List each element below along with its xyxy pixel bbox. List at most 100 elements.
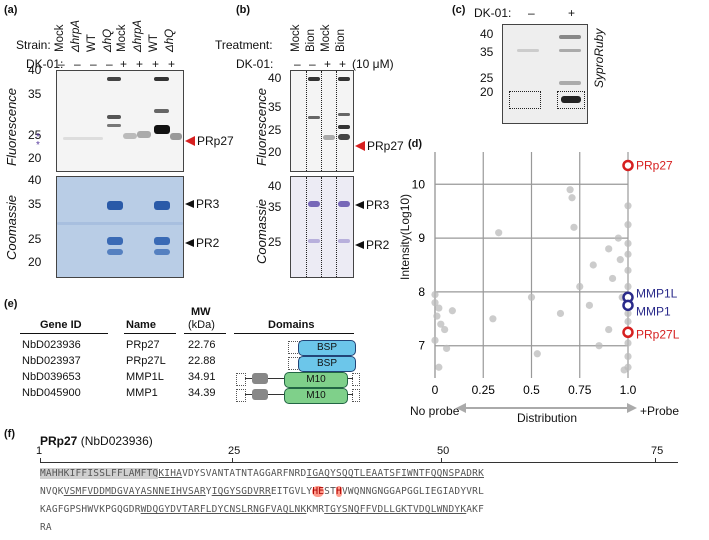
dk01-plus-c: +: [568, 6, 576, 20]
sypro-tick-0: 40: [480, 27, 494, 41]
data-point-23: [605, 325, 613, 334]
treat-0: Mock: [290, 24, 302, 52]
seq-title: PRp27 (NbD023936): [40, 434, 153, 448]
x-tick-2: 0.5: [523, 383, 540, 397]
data-point-17: [570, 223, 578, 231]
dk01-label-a: DK-01:: [26, 57, 64, 71]
fluor-tick-a-3: 20: [28, 151, 42, 165]
coomassie-label-a: Coomassie: [4, 194, 19, 260]
dk-b-0: –: [294, 57, 301, 71]
pr3-arrow-icon-b: [355, 201, 364, 209]
asterisks: * *: [36, 132, 40, 151]
gene-name-3: MMP1: [126, 387, 158, 399]
fluor-tick-b-1: 35: [268, 100, 282, 114]
x-tick-4: 1.0: [620, 383, 637, 397]
strain-6: WT: [148, 34, 160, 52]
strain-3: ΔhQ: [102, 28, 114, 52]
sypro-tick-3: 20: [480, 85, 494, 99]
highlight-point-2: [622, 299, 634, 312]
header-rule-4: [234, 333, 354, 334]
data-point-32: [624, 266, 632, 274]
dk-a-6: +: [152, 57, 160, 71]
ruler-label-3: 75: [651, 445, 664, 457]
data-point-6: [441, 325, 449, 334]
x-tick-3: 0.75: [568, 383, 592, 397]
panel-f-label: (f): [4, 428, 15, 440]
dk-b-3: +: [339, 57, 347, 71]
gene-name-1: PRp27L: [126, 355, 166, 367]
highlight-point-0: [622, 159, 634, 172]
gene-id-1: NbD023937: [22, 355, 81, 367]
header-rule-3: [184, 333, 226, 334]
data-point-4: [437, 320, 445, 328]
arrow-right-icon: [627, 403, 637, 413]
panel-e-label: (e): [4, 298, 18, 310]
header-rule-2: [124, 333, 176, 334]
treat-3: Bion: [335, 28, 347, 52]
pr2-label-a: PR2: [196, 236, 220, 250]
col-mw-unit: (kDa): [188, 319, 215, 331]
coomassie-label-b: Coomassie: [254, 198, 269, 264]
panel-b-label: (b): [236, 4, 251, 16]
strain-label: Strain:: [16, 38, 51, 52]
dk-a-2: –: [90, 57, 97, 71]
strain-7: ΔhQ: [164, 28, 176, 52]
fluorescence-label-b: Fluorescence: [254, 87, 269, 166]
dk01-label-b: DK-01:: [236, 57, 274, 71]
syproruby-label: SyproRuby: [592, 28, 606, 88]
panel-a-label: (a): [4, 4, 18, 16]
x-tick-1: 0.25: [472, 383, 496, 397]
fluor-tick-a-2: 25: [28, 128, 42, 142]
data-point-35: [624, 317, 632, 326]
data-point-7: [442, 344, 451, 353]
domain-bsp-1: BSP: [298, 356, 356, 372]
strain-2: WT: [86, 34, 98, 52]
data-point-1: [431, 299, 439, 307]
y-tick-3: 10: [412, 177, 426, 191]
col-mw: MW: [191, 306, 211, 318]
data-point-19: [585, 301, 593, 309]
ruler-label-0: 1: [36, 445, 43, 457]
highlight-point-3: [622, 326, 634, 339]
dk-a-3: –: [106, 57, 113, 71]
domain-m10-3: M10: [284, 388, 348, 404]
sypro-tick-1: 35: [480, 45, 494, 59]
panel-c-label: (c): [452, 4, 466, 16]
distribution-arrow: [463, 407, 629, 409]
y-tick-1: 8: [418, 285, 425, 299]
fluor-tick-b-3: 20: [268, 145, 282, 159]
data-point-25: [614, 234, 622, 242]
data-point-30: [624, 239, 632, 248]
probe-label: +Probe: [640, 404, 680, 418]
data-point-22: [605, 245, 613, 253]
header-rule-1: [20, 333, 108, 334]
data-point-0: [431, 290, 439, 299]
fluor-tick-b-2: 25: [268, 123, 282, 137]
data-point-39: [620, 366, 628, 374]
data-point-5: [431, 336, 439, 344]
highlight-label-1: MMP1L: [636, 286, 678, 300]
col-name: Name: [126, 319, 156, 331]
gene-mw-1: 22.88: [188, 355, 216, 367]
data-point-34: [624, 309, 632, 318]
dk-b-2: +: [324, 57, 332, 71]
ruler-tick-2: [441, 458, 442, 463]
data-point-37: [624, 352, 632, 361]
highlight-label-0: PRp27: [636, 158, 673, 172]
coom-tick-b-1: 35: [268, 200, 282, 214]
gene-mw-2: 34.91: [188, 371, 216, 383]
x-tick-0: 0: [432, 383, 439, 397]
data-point-13: [533, 350, 541, 358]
ruler-tick-3: [655, 458, 656, 463]
data-point-10: [495, 229, 503, 237]
signal-peptide-3: [236, 389, 246, 402]
dk01-label-c: DK-01:: [474, 6, 512, 20]
pr2-arrow-icon-b: [355, 241, 364, 249]
gene-id-0: NbD023936: [22, 339, 81, 351]
panel-d-label: (d): [408, 138, 423, 150]
coom-tick-a-0: 40: [28, 173, 42, 187]
highlight-label-3: PRp27L: [636, 327, 680, 341]
treat-1: Bion: [305, 28, 317, 52]
dk-a-4: +: [120, 57, 128, 71]
prp27-label-a: PRp27: [197, 134, 234, 148]
